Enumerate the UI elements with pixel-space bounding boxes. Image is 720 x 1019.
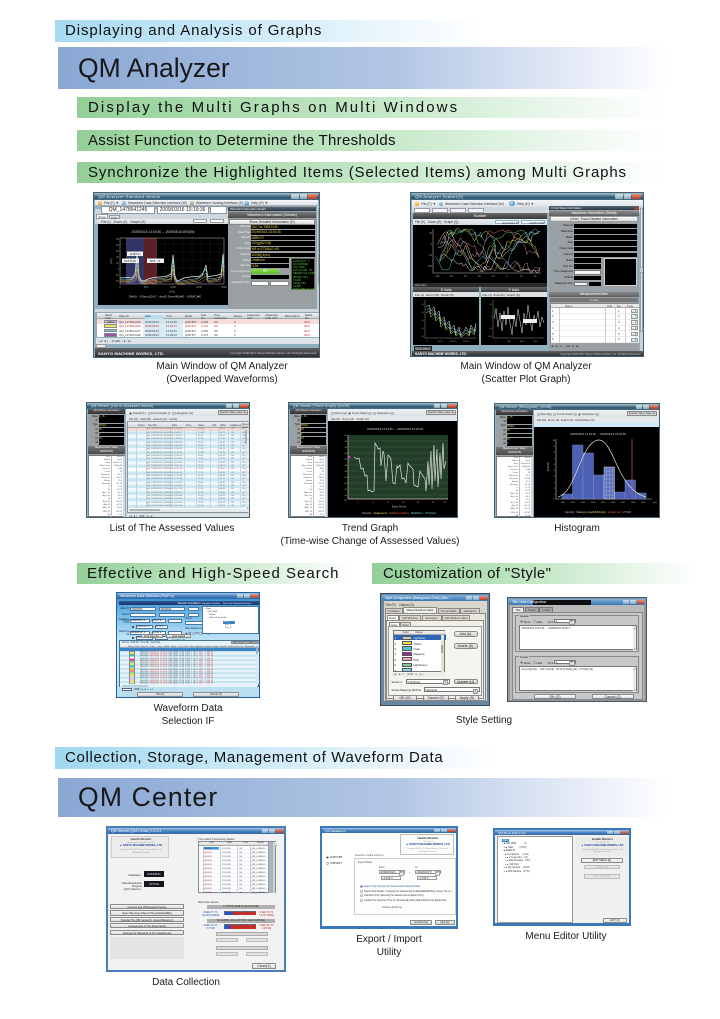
svg-text:-20: -20 (115, 279, 119, 283)
svg-text:25: 25 (444, 502, 447, 504)
svg-text:W16.5(JS): W16.5(JS) (124, 259, 136, 263)
svg-text:20: 20 (116, 255, 119, 259)
svg-text:20: 20 (422, 304, 425, 306)
svg-text:2000: 2000 (221, 285, 227, 289)
svg-text:-50: -50 (429, 254, 433, 257)
svg-text:4: 4 (554, 476, 556, 478)
svg-text:-20: -20 (421, 328, 425, 330)
svg-text:-30: -30 (421, 336, 425, 338)
svg-text:[Pieces]: [Pieces] (547, 462, 550, 471)
svg-text:1: 1 (554, 494, 556, 496)
svg-text:1478(5.1): 1478(5.1) (129, 252, 140, 256)
svg-text:9: 9 (387, 502, 389, 504)
svg-text:W08 - 7k: W08 - 7k (150, 259, 161, 263)
svg-text:5: 5 (372, 502, 374, 504)
svg-text:50: 50 (116, 237, 119, 241)
svg-text:2009/03/16 13:19:36 → 2009/03/: 2009/03/16 13:19:36 → 2009/03/16 19:40:3… (367, 427, 423, 431)
svg-text:DI#10 - 100um(2)UC - dev(5.2)r: DI#10 - 100um(2)UC - dev(5.2)rev(4E)#E -… (129, 295, 201, 299)
svg-text:0: 0 (495, 341, 497, 343)
svg-text:-10: -10 (421, 320, 425, 322)
svg-text:10: 10 (116, 261, 119, 265)
svg-text:0: 0 (490, 316, 492, 318)
svg-text:1000: 1000 (170, 285, 176, 289)
svg-text:9: 9 (554, 446, 556, 448)
svg-text:-20: -20 (477, 275, 481, 278)
svg-text:13: 13 (402, 502, 405, 504)
svg-text:21: 21 (432, 502, 435, 504)
svg-text:-43.6: -43.6 (611, 502, 616, 504)
svg-text:500: 500 (507, 341, 511, 343)
svg-text:-25: -25 (344, 435, 348, 437)
svg-text:-100: -100 (427, 265, 432, 268)
svg-text:-100: -100 (435, 275, 440, 278)
svg-text:-43: -43 (344, 471, 348, 473)
svg-text:-37: -37 (344, 459, 348, 461)
svg-text:200.00: 200.00 (450, 341, 457, 343)
svg-text:-38.7: -38.7 (621, 502, 626, 504)
svg-text:-33.8: -33.8 (631, 502, 636, 504)
svg-text:0: 0 (554, 499, 556, 501)
svg-text:10: 10 (422, 312, 425, 314)
svg-text:[uV]: [uV] (109, 258, 113, 264)
svg-text:-58.3: -58.3 (581, 502, 586, 504)
svg-text:-55: -55 (344, 495, 348, 497)
svg-text:40: 40 (116, 243, 119, 247)
svg-text:Item(s) : Judgement : Maximum(: Item(s) : Judgement : Maximum(Max) : Mid… (362, 511, 436, 515)
svg-text:50: 50 (429, 232, 432, 235)
svg-text:-53.4: -53.4 (591, 502, 596, 504)
svg-text:300.00: 300.00 (463, 341, 470, 343)
svg-text:[ms]: [ms] (169, 290, 175, 294)
svg-text:0: 0 (506, 275, 508, 278)
svg-text:-100: -100 (487, 336, 492, 338)
svg-text:2009/03/16 13:19:36 → 2009/03: 2009/03/16 13:19:36 → 2009/03/16 19:40:3… (570, 432, 626, 436)
svg-text:[Data Piece]: [Data Piece] (392, 505, 406, 509)
svg-text:5: 5 (554, 470, 556, 472)
svg-text:-40: -40 (463, 275, 467, 278)
svg-text:0: 0 (119, 285, 121, 289)
svg-text:1: 1 (357, 502, 359, 504)
svg-text:4000: 4000 (519, 341, 525, 343)
svg-text:1500: 1500 (196, 285, 202, 289)
svg-text:-50: -50 (488, 328, 492, 330)
svg-text:17: 17 (417, 502, 420, 504)
svg-text:10: 10 (520, 275, 523, 278)
svg-text:-28: -28 (344, 441, 348, 443)
svg-text:-48.5: -48.5 (601, 502, 606, 504)
svg-text:-10: -10 (491, 275, 495, 278)
svg-text:-50: -50 (449, 275, 453, 278)
svg-text:Item(s) : Value(s)·pred(JUDG)(: Item(s) : Value(s)·pred(JUDG)(s) : judge… (565, 510, 631, 514)
svg-text:2009/03/16 13:19:36 → 2009/03/: 2009/03/16 13:19:36 → 2009/03/16 WED(N) (132, 230, 195, 234)
svg-text:-58: -58 (344, 500, 348, 502)
svg-text:-63.2: -63.2 (571, 502, 576, 504)
svg-text:-34: -34 (344, 453, 348, 455)
svg-text:20: 20 (534, 275, 537, 278)
svg-text:2: 2 (554, 488, 556, 490)
svg-text:10: 10 (553, 440, 556, 442)
svg-text:100.0: 100.0 (437, 341, 443, 343)
svg-text:-46: -46 (344, 477, 348, 479)
svg-text:3: 3 (554, 482, 556, 484)
svg-text:30: 30 (116, 249, 119, 253)
svg-text:7: 7 (554, 458, 556, 460)
svg-text:-68.1: -68.1 (561, 502, 566, 504)
svg-text:8: 8 (554, 452, 556, 454)
svg-text:-31: -31 (344, 447, 348, 449)
svg-text:0: 0 (118, 267, 120, 271)
svg-text:-40: -40 (344, 465, 348, 467)
svg-text:7500: 7500 (532, 341, 538, 343)
svg-text:0: 0 (431, 243, 433, 246)
svg-text:0: 0 (426, 341, 428, 343)
svg-text:[uV]: [uV] (653, 502, 657, 504)
svg-text:50: 50 (489, 304, 492, 306)
svg-text:500: 500 (144, 285, 149, 289)
svg-text:-52: -52 (344, 489, 348, 491)
svg-text:-10: -10 (115, 273, 119, 277)
svg-text:-49: -49 (344, 483, 348, 485)
svg-text:6: 6 (554, 464, 556, 466)
svg-text:-28.9: -28.9 (641, 502, 646, 504)
